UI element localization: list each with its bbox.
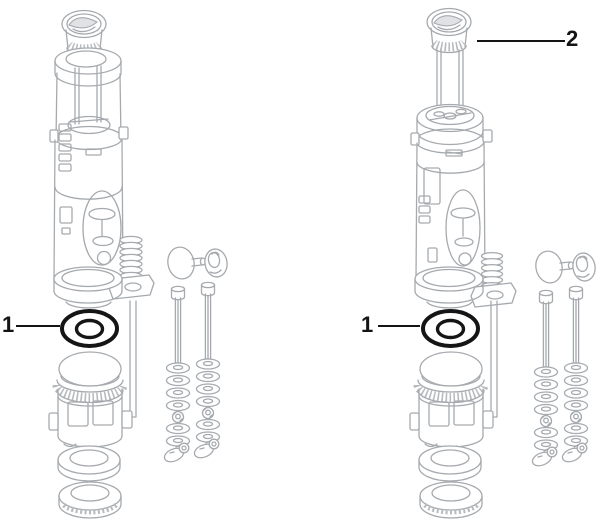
overflow-coil-left [108, 235, 155, 300]
lift-rods-right [436, 49, 464, 117]
overflow-coil-right [470, 251, 517, 308]
flush-valve-assembly-right [410, 9, 517, 518]
lower-unit-left [49, 267, 136, 518]
tower-frame-left [49, 47, 129, 172]
callout-1-left-leader-line [16, 325, 60, 327]
callout-2-leader-line [477, 40, 565, 42]
fixing-hardware-right [530, 249, 597, 469]
flush-valve-assembly-left [49, 11, 155, 518]
push-cap-right [427, 9, 471, 53]
callout-1-left-label: 1 [2, 312, 15, 337]
callout-1-right-leader-line [378, 325, 420, 327]
fixing-hardware-left [162, 245, 229, 465]
tower-plate-right [410, 103, 493, 154]
valve-body-right [415, 142, 486, 280]
callout-2-label: 2 [566, 26, 579, 51]
callout-1-right-label: 1 [361, 312, 374, 337]
